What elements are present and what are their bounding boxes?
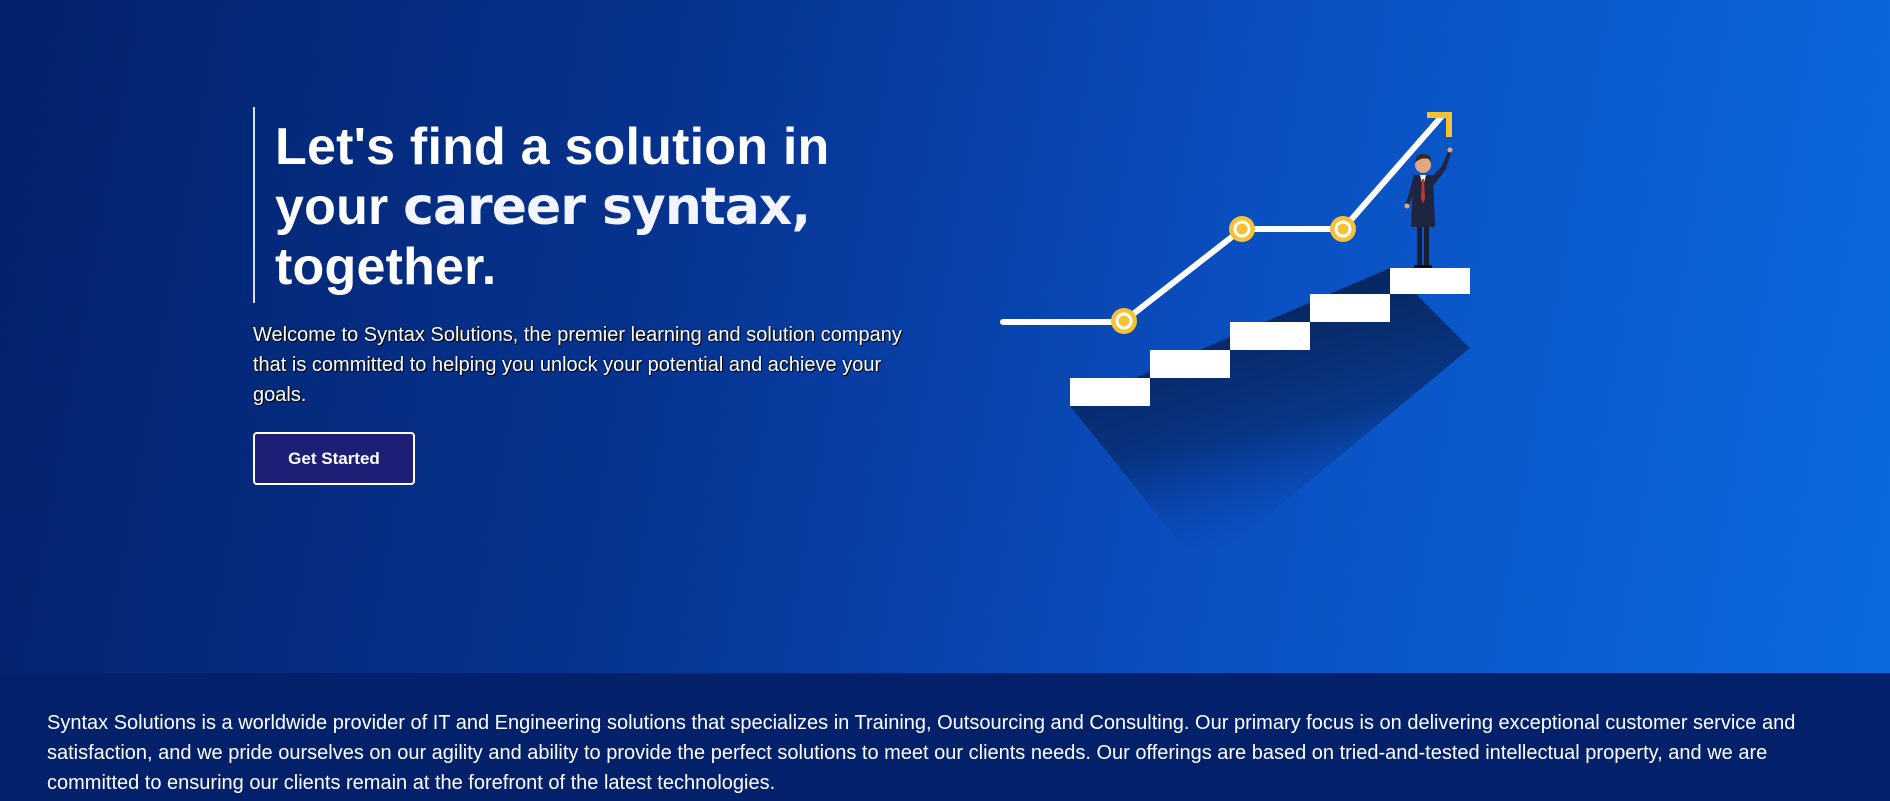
businessman-figure-icon: [1404, 147, 1453, 268]
headline-part2: together.: [275, 238, 497, 296]
stair-step: [1150, 350, 1230, 378]
headline-block: Let's find a solution in your career syn…: [253, 107, 933, 303]
arrow-up-icon: [1427, 112, 1452, 137]
milestone-marker: [1229, 216, 1255, 242]
about-section: [0, 673, 1890, 801]
milestone-marker: [1330, 216, 1356, 242]
career-growth-staircase-illustration: [1000, 112, 1470, 555]
staircase: [1070, 268, 1470, 406]
milestone-marker: [1111, 308, 1137, 334]
milestone-markers: [1111, 216, 1356, 334]
stair-step: [1390, 268, 1470, 294]
stair-step: [1070, 378, 1150, 406]
headline-accent: career syntax,: [403, 177, 811, 237]
hero-section: Let's find a solution in your career syn…: [0, 0, 1890, 673]
welcome-text: Welcome to Syntax Solutions, the premier…: [253, 324, 902, 406]
stair-step: [1310, 294, 1390, 322]
about-text: Syntax Solutions is a worldwide provider…: [47, 712, 1796, 794]
hero-content: Let's find a solution in your career syn…: [253, 107, 933, 410]
staircase-shadow: [1070, 268, 1470, 555]
headline-part1: Let's find a solution in your: [275, 118, 830, 236]
hero-headline: Let's find a solution in your career syn…: [275, 107, 933, 297]
stair-step: [1230, 322, 1310, 350]
get-started-button[interactable]: Get Started: [253, 432, 415, 485]
